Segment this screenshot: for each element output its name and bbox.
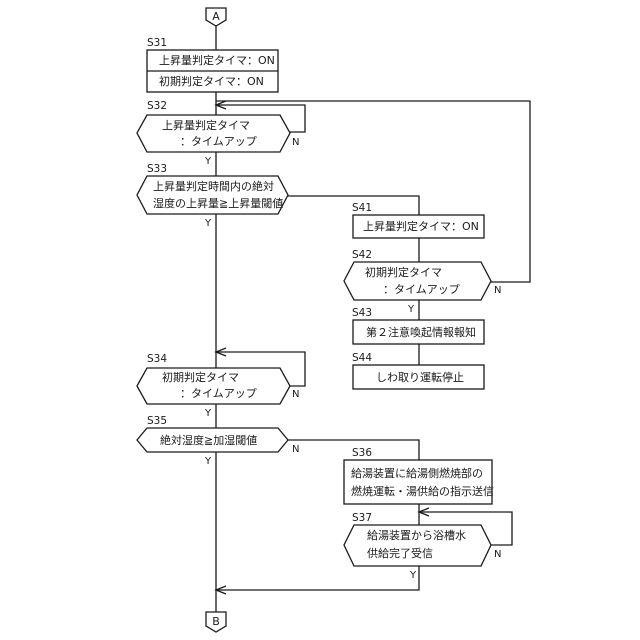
step-label-s31: S31 [147,37,167,49]
step-label-s34: S34 [147,353,167,365]
s43-text-1: 第２注意喚起情報報知 [366,325,476,339]
s36-text-1: 給湯装置に給湯側燃焼部の [351,466,483,480]
s31-text-2: 初期判定タイマ：ON [159,74,264,88]
s37-no: N [494,549,501,560]
s37-yes: Y [409,570,417,581]
s35-yes: Y [204,456,212,467]
decision-s37: 給湯装置から浴槽水 供給完了受信 [344,525,491,566]
flow-lines [216,25,530,612]
s36-text-2: 燃焼運転・湯供給の指示送信 [351,484,494,498]
connector-b-label: B [212,615,220,628]
s35-text-1: 絶対湿度≧加湿閾値 [160,433,257,447]
step-label-s35: S35 [147,415,167,427]
decision-s35: 絶対湿度≧加湿閾値 [137,428,288,452]
process-box-s31: 上昇量判定タイマ：ON 初期判定タイマ：ON [147,50,278,92]
s42-text-1: 初期判定タイマ [365,265,442,279]
process-box-s44: しわ取り運転停止 [353,365,484,389]
process-box-s43: 第２注意喚起情報報知 [353,320,484,344]
step-label-s44: S44 [352,352,372,364]
s44-text-1: しわ取り運転停止 [376,370,464,384]
connector-a-label: A [212,10,220,23]
s33-text-1: 上昇量判定時間内の絶対 [153,179,274,193]
s33-text-2: 湿度の上昇量≧上昇量閾値 [153,196,283,210]
s42-text-2: ：タイムアップ [383,283,460,296]
s42-no: N [494,285,501,296]
s34-text-2: ：タイムアップ [180,387,257,400]
process-box-s36: 給湯装置に給湯側燃焼部の 燃焼運転・湯供給の指示送信 [344,460,494,504]
connector-b: B [206,612,226,632]
process-box-s41: 上昇量判定タイマ：ON [353,215,484,238]
s32-no: N [292,137,299,148]
s32-text-1: 上昇量判定タイマ [162,118,250,132]
step-label-s36: S36 [352,447,372,459]
s41-text-1: 上昇量判定タイマ：ON [363,219,479,233]
step-label-s41: S41 [352,202,372,214]
step-label-s43: S43 [352,307,372,319]
s31-text-1: 上昇量判定タイマ：ON [159,53,275,67]
decision-s34: 初期判定タイマ ：タイムアップ [137,368,290,404]
s32-yes: Y [204,156,212,167]
connector-a: A [206,8,226,26]
decision-s32: 上昇量判定タイマ ：タイムアップ [137,115,290,152]
step-label-s42: S42 [352,249,372,261]
decision-s33: 上昇量判定時間内の絶対 湿度の上昇量≧上昇量閾値 [137,176,288,214]
s42-yes: Y [407,304,415,315]
step-label-s33: S33 [147,163,167,175]
s37-text-2: 供給完了受信 [367,546,433,560]
s37-text-1: 給湯装置から浴槽水 [367,528,466,542]
s35-no: N [292,444,299,455]
step-label-s32: S32 [147,100,167,112]
s34-yes: Y [204,408,212,419]
s34-no: N [292,389,299,400]
step-label-s37: S37 [352,512,372,524]
s32-text-2: ：タイムアップ [180,135,257,148]
s33-yes: Y [204,218,212,229]
s34-text-1: 初期判定タイマ [162,370,239,384]
decision-s42: 初期判定タイマ ：タイムアップ [344,262,491,300]
